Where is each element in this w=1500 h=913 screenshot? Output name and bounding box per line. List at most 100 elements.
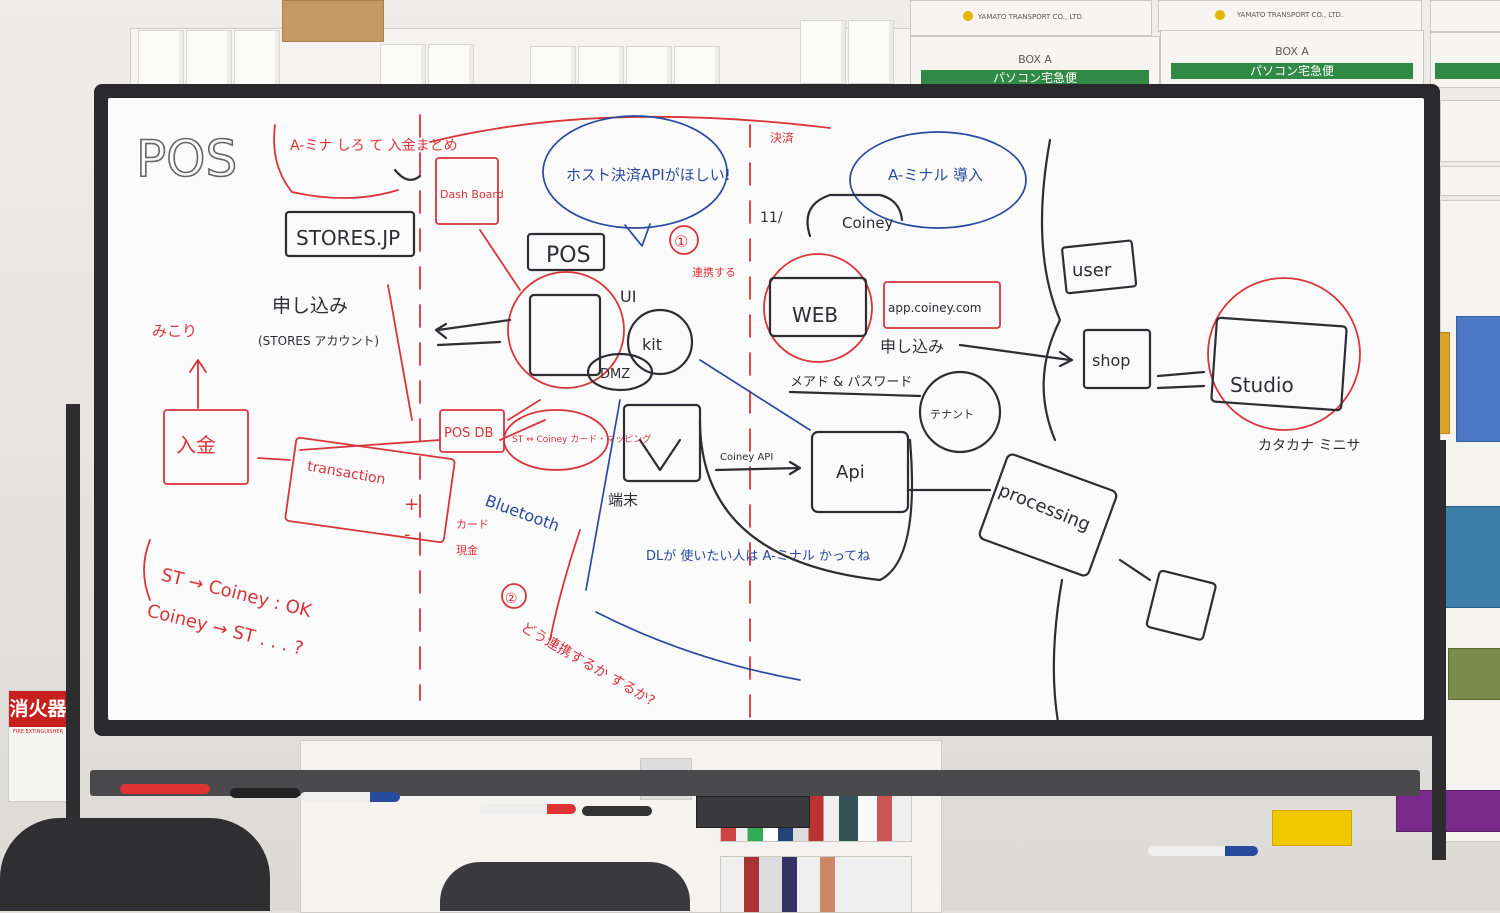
dmz-ellipse (586, 352, 654, 392)
yamato-box (1440, 166, 1500, 196)
circle-one (669, 225, 699, 255)
web-circle (763, 253, 873, 363)
st-coiney-label: ST ⇔ Coiney カード・マッピング (512, 433, 651, 445)
whiteboard-surface (108, 98, 1424, 720)
office-chair (440, 862, 690, 911)
note-bracket (273, 124, 399, 199)
blue-note: DLが 使いたい人は A-ミナル かってね (646, 548, 870, 564)
web-label: WEB (792, 303, 838, 327)
coiney-tab-outline (806, 193, 904, 238)
pos-label: POS (546, 243, 591, 268)
container-outline (698, 418, 914, 582)
book (1396, 790, 1500, 832)
books-row (720, 856, 912, 913)
shop-box (1082, 328, 1152, 390)
line (1052, 578, 1064, 724)
review-label: みこり (152, 322, 197, 340)
user-label: user (1072, 260, 1112, 281)
box-band: パソコン宅急便 (921, 70, 1149, 86)
tenant-label: テナント (930, 408, 974, 421)
st-coiney-ellipse (503, 409, 609, 471)
user-box (1061, 239, 1138, 295)
whiteboard-leg (66, 404, 80, 824)
box-label: BOX A (1018, 53, 1052, 66)
arrow-right (958, 343, 1074, 368)
underline (788, 390, 922, 398)
box-band: パソコン宅急便 (1171, 63, 1413, 79)
yamato-box: YAMATO TRANSPORT CO., LTD. (910, 0, 1152, 36)
black-marker (230, 788, 300, 798)
tenant-circle (918, 370, 1002, 454)
speech2-text: A-ミナル 導入 (888, 166, 983, 184)
shop-label: shop (1092, 351, 1130, 370)
apply-sub: (STORES アカウント) (258, 334, 379, 348)
transaction-label: transaction (306, 459, 387, 488)
stores-label: STORES.JP (296, 226, 400, 250)
fire-sign-label: 消火器 (9, 691, 67, 727)
email-pass-label: メアド & パスワード (790, 375, 912, 390)
arrow (299, 439, 441, 451)
box-label-top: YAMATO TRANSPORT CO., LTD. (1236, 11, 1344, 19)
pos-db-box (439, 409, 505, 453)
side-b-label: 現金 (456, 543, 478, 557)
fire-sign-sub: FIRE EXTINGUISHER (13, 729, 63, 735)
api-label: Api (836, 462, 865, 483)
cardboard-box (282, 0, 384, 42)
transaction-box (284, 436, 456, 544)
minion-sign (1272, 810, 1352, 846)
url-box (883, 281, 1001, 329)
arrow (479, 229, 521, 291)
arrow (1118, 558, 1152, 582)
board-title: POS (136, 130, 237, 188)
term-label: 端末 (608, 491, 638, 509)
storage-box (1145, 569, 1217, 641)
arrows (1156, 370, 1206, 390)
side-a-label: カード (456, 518, 489, 531)
arrow (257, 457, 291, 461)
binder (186, 30, 232, 94)
pill-label: 11/ (760, 210, 783, 226)
box-band (1435, 63, 1500, 79)
binder (800, 20, 846, 84)
box-label-top: YAMATO TRANSPORT CO., LTD. (977, 13, 1085, 21)
dashboard-label: Dash Board (440, 188, 504, 201)
kit-label: kit (642, 335, 662, 354)
arrow (714, 460, 802, 476)
integrate-label: 連携する (692, 265, 736, 279)
minus-label: - (404, 524, 411, 545)
speech-bubble-2 (849, 131, 1027, 229)
red-note: A-ミナ しろ て 入金まとめ (290, 138, 458, 154)
curly-divider (1040, 138, 1062, 442)
speech-bubble (542, 115, 728, 229)
tablet-circle (507, 271, 625, 389)
circle-two-label: ② (505, 591, 518, 607)
processing-label: processing (995, 480, 1093, 536)
yamato-box: BOX A パソコン宅急便 (1160, 30, 1424, 88)
speech-tail (624, 223, 651, 247)
dmz-label: DMZ (600, 367, 630, 382)
blue-line (699, 359, 811, 431)
arrow-left (434, 318, 512, 347)
binder (234, 30, 280, 94)
blue-marker (1148, 846, 1258, 856)
plus-label: + (404, 494, 419, 515)
arrow (549, 529, 581, 641)
kit-circle (626, 308, 694, 376)
apply-label: 申し込み (272, 295, 348, 317)
speech-text: ホスト決済APIがほしい! (566, 166, 731, 184)
red-marker (480, 804, 576, 814)
url-label: app.coiney.com (888, 301, 982, 315)
terminal-glyph (638, 438, 682, 472)
blue-arrow (595, 611, 801, 681)
yamato-box (1430, 32, 1500, 88)
japanese-note: カタカナ ミニサ (1258, 438, 1360, 454)
terminal-box (622, 403, 702, 483)
yamato-box (1430, 0, 1500, 32)
pos-db-label: POS DB (444, 426, 493, 441)
binder (848, 20, 894, 84)
api-box (810, 430, 910, 514)
marker-tray (90, 770, 1420, 796)
arrow (499, 399, 546, 441)
studio-box (1210, 316, 1348, 412)
